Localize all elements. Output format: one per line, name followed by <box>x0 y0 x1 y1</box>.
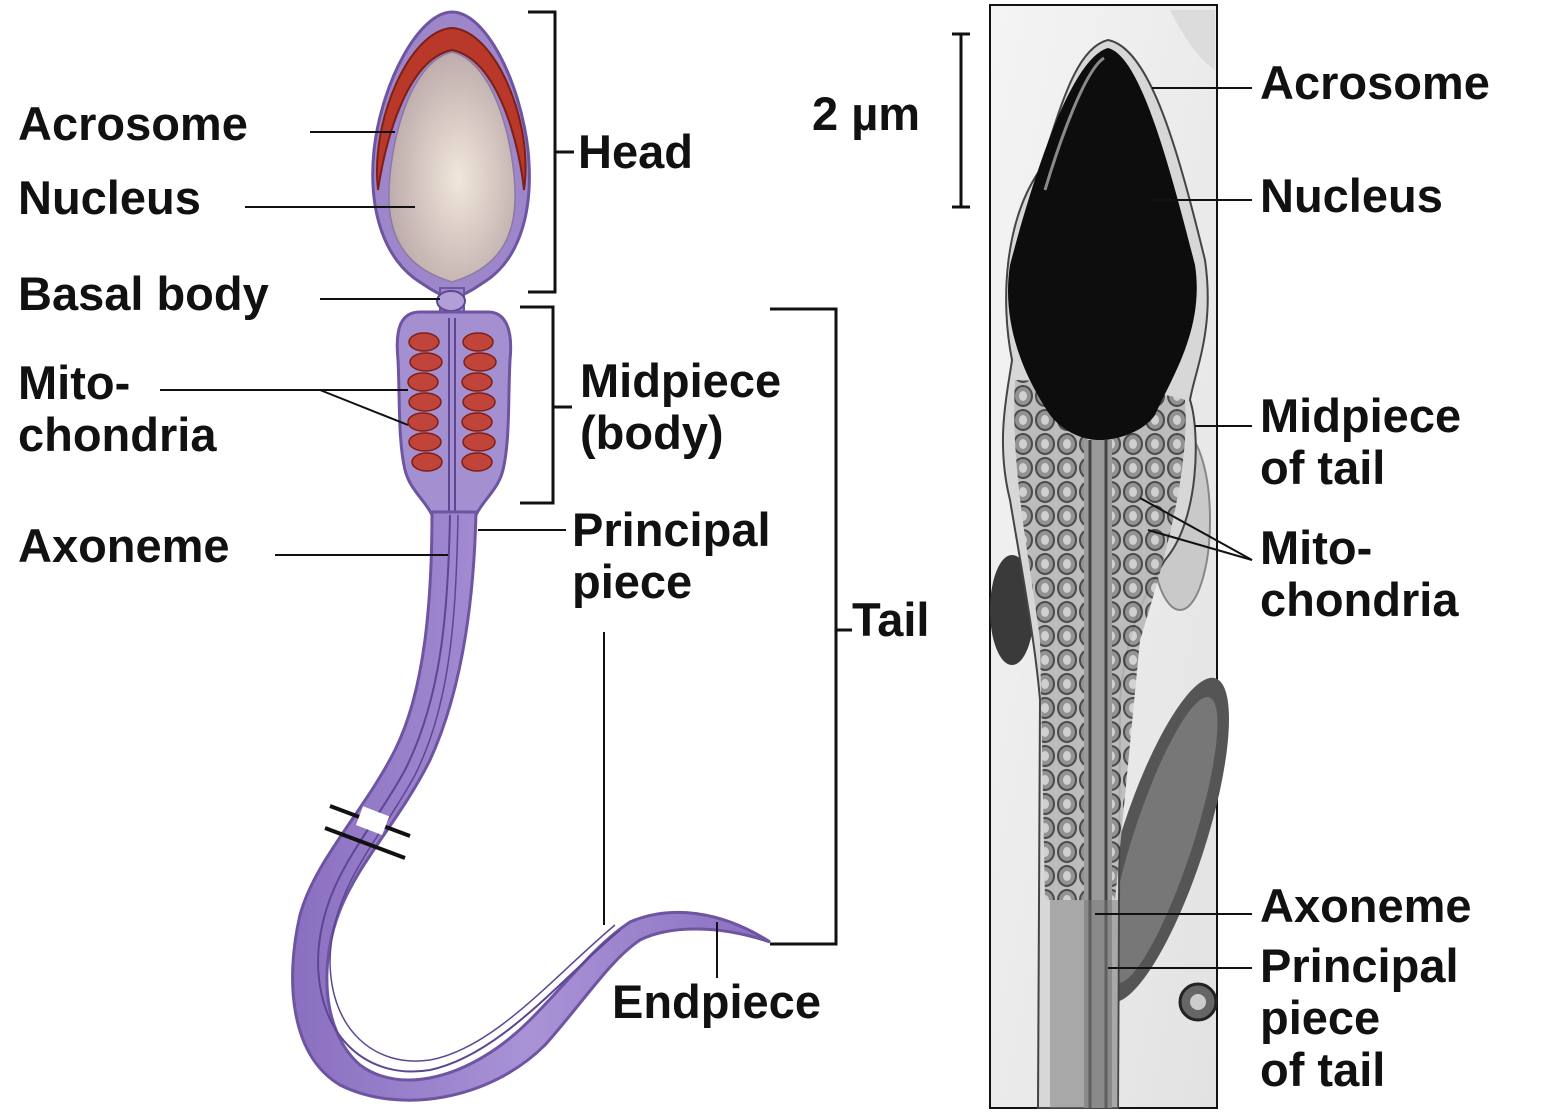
label-axoneme-right: Axoneme <box>1260 880 1472 932</box>
label-head: Head <box>578 126 693 178</box>
label-tail: Tail <box>852 594 929 646</box>
label-scale-bar: 2 µm <box>812 88 920 140</box>
label-nucleus-right: Nucleus <box>1260 170 1443 222</box>
label-endpiece: Endpiece <box>612 976 821 1028</box>
label-nucleus-left: Nucleus <box>18 172 201 224</box>
label-principal-piece-left: Principal piece <box>572 504 771 608</box>
label-acrosome-right: Acrosome <box>1260 57 1490 109</box>
label-principal-piece-of-tail: Principal piece of tail <box>1260 940 1459 1096</box>
scale-bar <box>952 34 970 207</box>
label-basal-body: Basal body <box>18 268 269 320</box>
label-midpiece-of-tail: Midpiece of tail <box>1260 390 1461 494</box>
label-mitochondria-left: Mito- chondria <box>18 357 216 461</box>
label-midpiece-body: Midpiece (body) <box>580 355 781 459</box>
label-axoneme-left: Axoneme <box>18 520 230 572</box>
label-acrosome-left: Acrosome <box>18 98 248 150</box>
label-mitochondria-right: Mito- chondria <box>1260 522 1458 626</box>
